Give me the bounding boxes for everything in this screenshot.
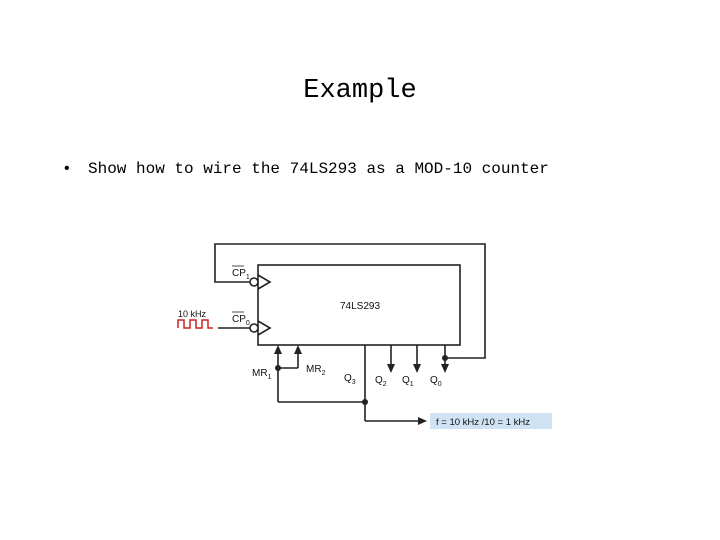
output-frequency-label: f = 10 kHz /10 = 1 kHz <box>436 417 530 428</box>
output-arrow <box>418 417 427 425</box>
pin-q1-label: Q1 <box>402 375 414 388</box>
bullet-dot: • <box>62 160 72 178</box>
pin-mr1-label: MR1 <box>252 368 272 381</box>
mr2-arrow <box>294 345 302 354</box>
pin-q2-label: Q2 <box>375 375 387 388</box>
mr1-arrow <box>274 345 282 354</box>
cp0-clock-symbol <box>257 320 272 336</box>
bullet-text: Show how to wire the 74LS293 as a MOD-10… <box>88 160 549 178</box>
clock-waveform <box>177 319 213 329</box>
slide-title: Example <box>303 76 417 106</box>
cp1-bubble <box>249 277 259 287</box>
pin-cp1-label: CP1 <box>232 268 250 281</box>
pin-q0-label: Q0 <box>430 375 442 388</box>
pin-cp0-label: CP0 <box>232 314 250 327</box>
output-label-bg <box>430 413 552 429</box>
q0-junction-dot <box>442 355 448 361</box>
chip-box <box>257 264 461 346</box>
cp0-bubble <box>249 323 259 333</box>
pin-q3-label: Q3 <box>344 373 356 386</box>
q1-arrow <box>413 364 421 373</box>
cp1-clock-symbol <box>257 274 272 290</box>
bullet-item: • Show how to wire the 74LS293 as a MOD-1… <box>62 160 549 178</box>
clock-label: 10 kHz <box>178 309 207 319</box>
q2-arrow <box>387 364 395 373</box>
pin-mr2-label: MR2 <box>306 364 326 377</box>
chip-name: 74LS293 <box>340 301 380 312</box>
q0-arrow <box>441 364 449 373</box>
mr-junction-dot <box>275 365 281 371</box>
q0-to-cp1-wire <box>214 243 486 359</box>
q3-junction-dot <box>362 399 368 405</box>
